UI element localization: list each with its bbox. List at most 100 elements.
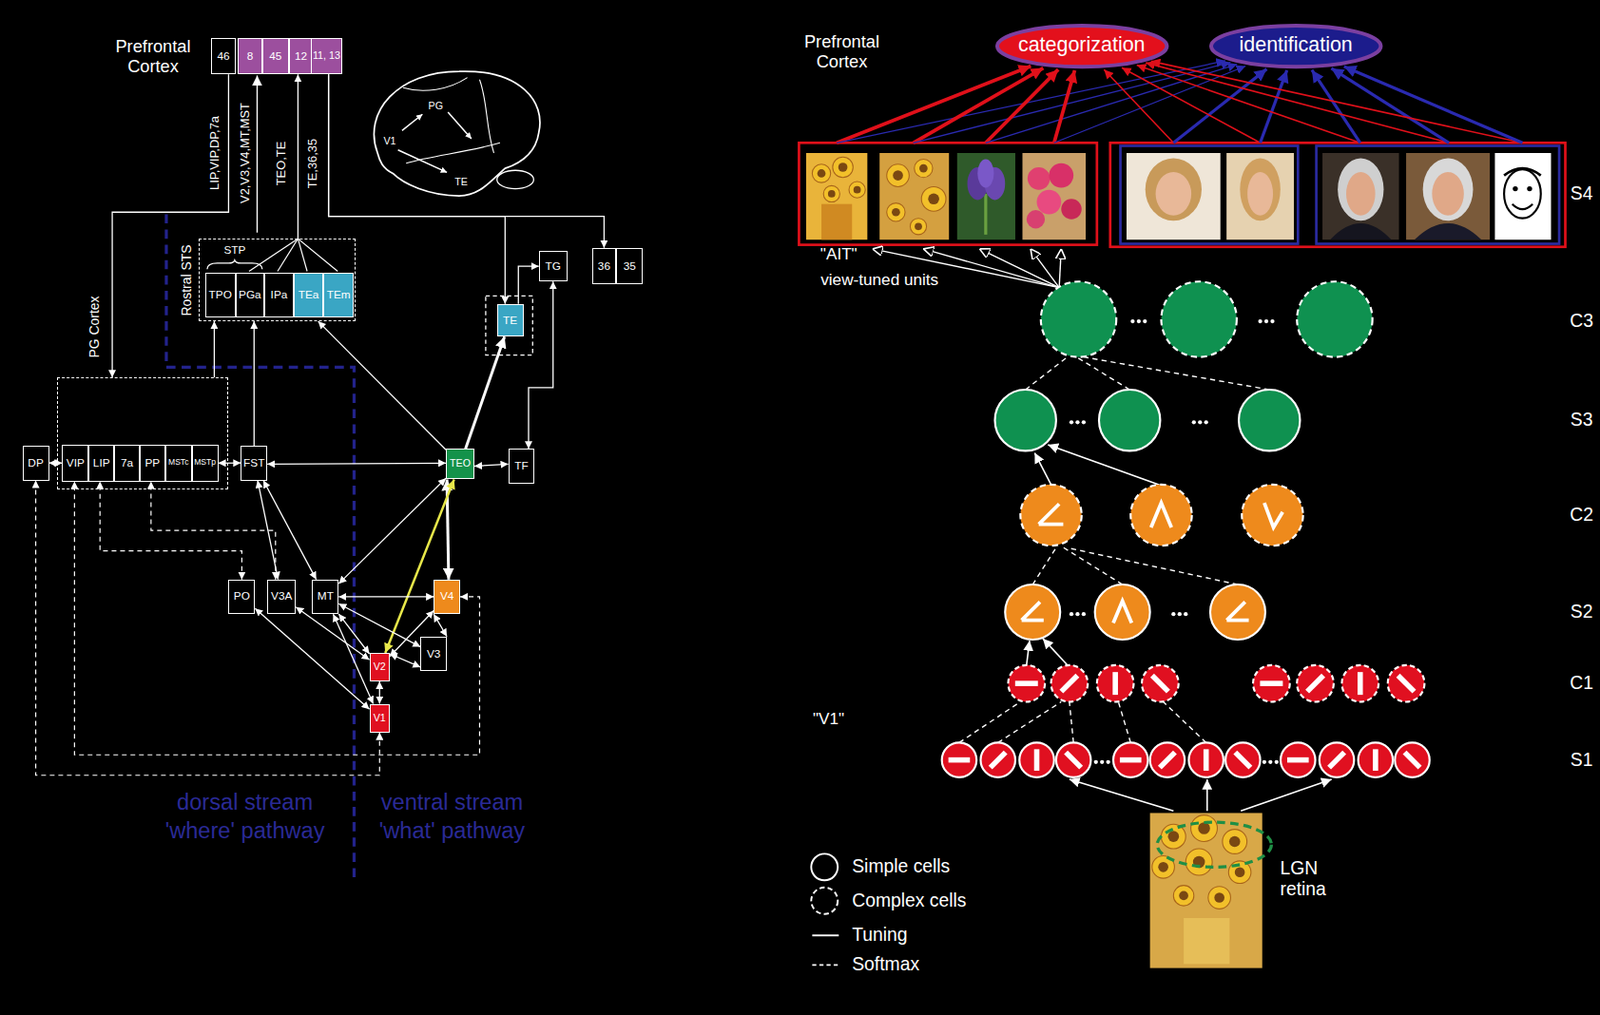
input-arrow (1240, 779, 1332, 811)
caricature-line (1503, 169, 1542, 219)
ellipsis-dot (1177, 612, 1182, 617)
group-heading: PG Cortex (87, 296, 102, 359)
area-label: 7a (120, 457, 134, 470)
tuning-arrow (1026, 640, 1030, 666)
portrait-photo (1322, 153, 1400, 240)
sulcus-line (479, 79, 494, 154)
unit-label: "AIT" (820, 245, 858, 265)
portrait-photo (1406, 153, 1490, 240)
orientation-bar (1259, 680, 1283, 687)
flower-center (1168, 830, 1180, 843)
vase-shape (1183, 918, 1230, 964)
ellipsis-dot (1130, 319, 1135, 324)
identity-frame (1110, 142, 1566, 247)
connector-arrow (338, 603, 421, 647)
orientation-bar (1150, 674, 1171, 694)
task-arrow (1145, 62, 1449, 143)
task-ellipse: identification (1209, 23, 1383, 69)
orientation-bar (1015, 680, 1039, 687)
ellipsis-dot (1069, 420, 1074, 425)
caricature-line (1512, 186, 1518, 192)
area-label: TPO (209, 289, 232, 302)
connector-arrow (295, 607, 369, 661)
prefrontal-area-box: 8 (237, 38, 263, 76)
flower-head (1191, 815, 1218, 843)
connector-arrow (297, 74, 299, 239)
connector-arrow (253, 321, 255, 446)
area-label: TE (502, 314, 518, 328)
tuning-arrow (1030, 249, 1060, 289)
group-label: STP (223, 244, 246, 258)
connector-arrow (254, 608, 369, 710)
ellipsis-dot (1197, 420, 1202, 425)
complex-cell (1253, 665, 1291, 703)
brain-area-label: TE (454, 175, 468, 188)
simple-cell (1004, 584, 1061, 640)
portrait-photo (1126, 153, 1221, 240)
complex-cell (1241, 484, 1303, 546)
tuning-arrow (1059, 249, 1061, 289)
brain-area-label: PG (428, 98, 444, 111)
flower-head (886, 164, 910, 188)
group-heading: Rostral STS (180, 244, 195, 316)
flower-center (1178, 891, 1189, 902)
brain-arrow (402, 114, 423, 131)
feature-glyph (1226, 601, 1249, 620)
area-label: 46 (216, 50, 230, 63)
rose-bloom (1037, 190, 1062, 215)
area-label: FST (243, 457, 265, 470)
fan-line (249, 238, 299, 271)
area-box: TEm (323, 272, 354, 318)
ellipsis-dot (1142, 319, 1147, 324)
area-box: TEO (445, 448, 475, 480)
input-arrow (1206, 779, 1209, 811)
orientation-bar (1287, 757, 1310, 764)
cerebellum-outline (497, 170, 535, 189)
area-box: 46 (211, 38, 236, 76)
pathway-line (256, 75, 258, 232)
task-arrow (1330, 68, 1449, 143)
layer-label: C1 (1569, 673, 1594, 694)
tuning-arrow (979, 249, 1060, 289)
orientation-bar (1305, 674, 1326, 694)
area-box: PP (139, 444, 166, 482)
ellipsis-dot (1171, 612, 1176, 617)
ellipsis-dot (1183, 612, 1188, 617)
softmax-line (998, 701, 1062, 743)
area-group-outline (485, 295, 533, 355)
fan-line (297, 238, 338, 271)
legend-sample (811, 935, 839, 937)
simple-cell (1098, 389, 1160, 451)
simple-cell (1210, 584, 1266, 640)
area-box: 7a (114, 444, 140, 482)
ellipsis-dot (1081, 612, 1086, 617)
complex-cell (1296, 281, 1372, 357)
orientation-bar (1112, 672, 1119, 695)
flower-center (1197, 822, 1211, 835)
fan-line (277, 238, 298, 271)
area-box: PGa (235, 272, 265, 318)
stream-label: ventral stream (381, 790, 524, 816)
task-arrow (1121, 67, 1261, 143)
orientation-bar (1059, 674, 1080, 694)
stream-divider (166, 213, 354, 878)
area-box: V4 (433, 579, 461, 615)
orientation-bar (1372, 749, 1379, 772)
complex-cell (1040, 281, 1117, 357)
ellipse-shape (1211, 25, 1381, 67)
unit-label: view-tuned units (820, 270, 939, 290)
orientation-bar (1233, 751, 1253, 771)
ellipsis-dot (1094, 760, 1099, 765)
hair-shape (1145, 157, 1202, 221)
stream-label: 'what' pathway (379, 818, 525, 845)
ellipsis-dot (1257, 319, 1262, 324)
ellipsis-dot (1099, 760, 1104, 765)
stage-label: "V1" (812, 710, 845, 730)
orientation-bar (1327, 751, 1347, 771)
pathway-label: TEO,TE (274, 140, 290, 186)
area-box: DP (22, 445, 50, 481)
legend-sample (810, 853, 838, 881)
area-label: V3 (426, 648, 441, 661)
rose-photo (1021, 153, 1086, 240)
